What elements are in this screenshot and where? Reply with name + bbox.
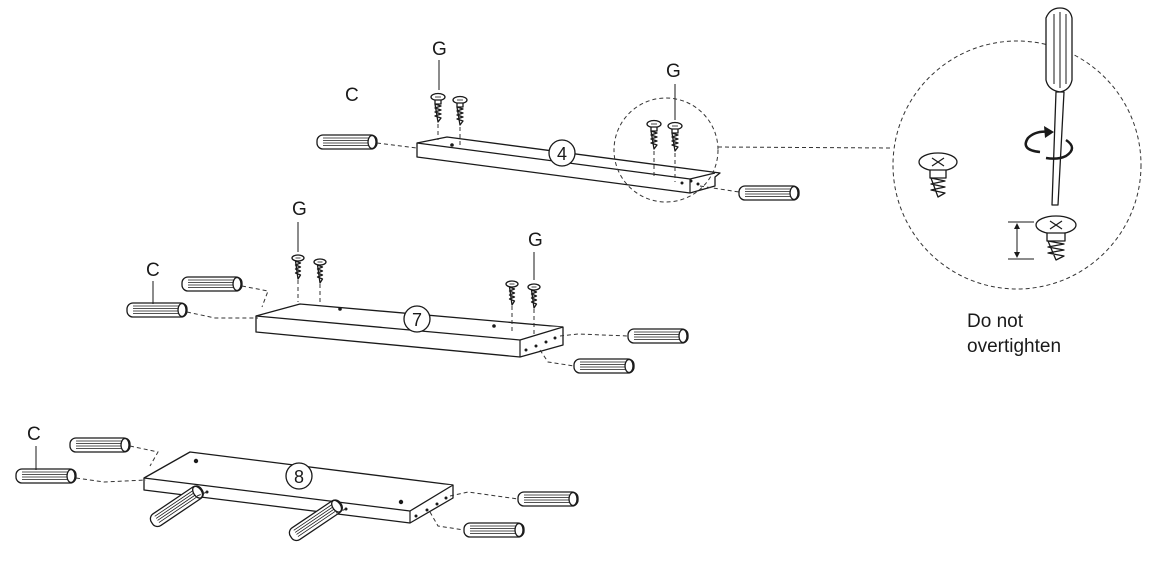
dowel-icon xyxy=(627,328,689,344)
panel-8-number-circle xyxy=(285,462,313,490)
detail-callout-circle xyxy=(613,97,719,203)
screw-icon xyxy=(1035,215,1077,261)
screw-label-g: G xyxy=(528,230,543,251)
screw-icon xyxy=(291,254,305,280)
panel-4-number-circle xyxy=(548,139,576,167)
screw-label-g: G xyxy=(292,199,307,220)
panel-7-assembly: 7 C G G xyxy=(126,199,689,374)
screw-icon xyxy=(918,152,958,198)
dowel-icon xyxy=(738,185,800,201)
screw-icon xyxy=(667,121,683,152)
screw-icon xyxy=(313,258,327,284)
screw-icon xyxy=(646,119,662,150)
dowel-icon xyxy=(517,491,579,507)
dowel-icon xyxy=(463,522,525,538)
screw-icon xyxy=(430,92,446,123)
dowel-icon xyxy=(573,358,635,374)
panel-7-number-circle xyxy=(403,305,431,333)
panel-8-number: 8 xyxy=(294,467,304,487)
screw-label-g: G xyxy=(432,39,447,60)
note-line-2: overtighten xyxy=(967,336,1062,357)
warning-note: Do not overtighten xyxy=(967,309,1137,359)
screwdriver-icon xyxy=(1045,7,1073,206)
dowel-icon xyxy=(126,302,188,318)
dowel-icon xyxy=(316,134,378,150)
screw-icon xyxy=(505,280,519,306)
dowel-icon xyxy=(181,276,243,292)
note-line-1: Do not xyxy=(967,311,1023,332)
panel-4-assembly: 4 C G G xyxy=(316,39,894,203)
panel-4-number: 4 xyxy=(557,144,567,164)
panel-8-assembly: 8 C xyxy=(15,424,579,544)
dowel-icon xyxy=(15,468,77,484)
dowel-label-c: C xyxy=(27,424,41,445)
dowel-icon xyxy=(69,437,131,453)
dowel-label-c: C xyxy=(345,85,359,106)
screw-icon xyxy=(452,95,468,126)
rotate-clockwise-icon xyxy=(1024,126,1074,160)
dowel-label-c: C xyxy=(146,260,160,281)
screw-label-g: G xyxy=(666,61,681,82)
screw-icon xyxy=(527,283,541,309)
panel-7-number: 7 xyxy=(412,310,422,330)
detail-callout xyxy=(892,7,1142,290)
